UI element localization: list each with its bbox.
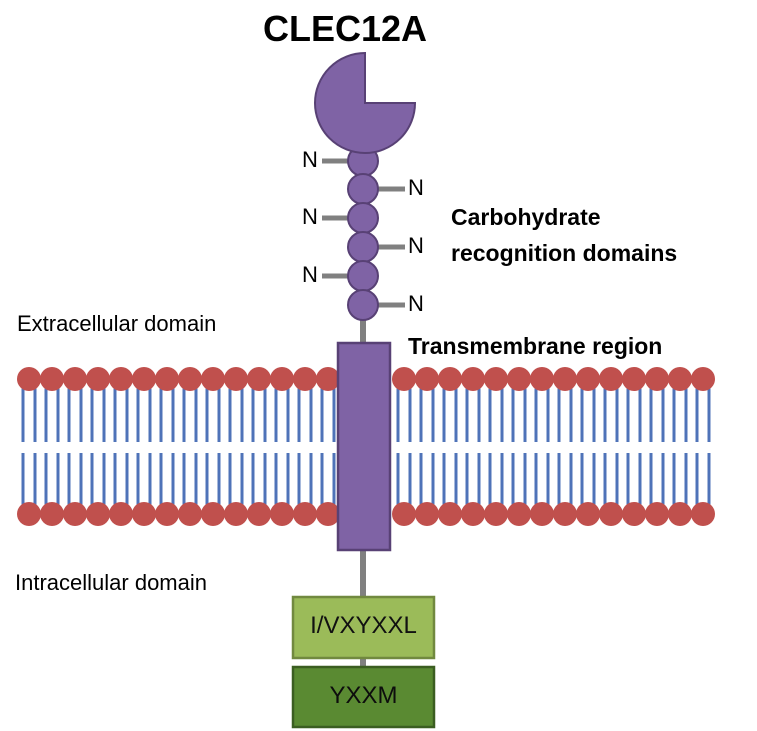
lipid-head <box>622 367 646 391</box>
lipid-head <box>17 367 41 391</box>
n-glycosylation-label: N <box>408 175 424 200</box>
lipid-head <box>415 502 439 526</box>
lipid-head <box>109 367 133 391</box>
lipid-head <box>645 502 669 526</box>
lipid-head <box>86 367 110 391</box>
crd-label-line2: recognition domains <box>451 240 678 266</box>
lipid-head <box>40 502 64 526</box>
lipid-head <box>201 367 225 391</box>
neck-bead <box>347 202 379 234</box>
neck-bead <box>347 231 379 263</box>
lipid-head <box>132 367 156 391</box>
lipid-head <box>270 502 294 526</box>
lipid-head <box>247 367 271 391</box>
n-glycosylation-label: N <box>408 233 424 258</box>
lipid-head <box>178 367 202 391</box>
lipid-bilayer <box>17 367 715 526</box>
lipid-head <box>599 367 623 391</box>
lipid-head <box>392 502 416 526</box>
lipid-head <box>293 367 317 391</box>
lipid-head <box>553 367 577 391</box>
lipid-head <box>415 367 439 391</box>
lipid-head <box>270 367 294 391</box>
n-glycosylation-label: N <box>302 147 318 172</box>
lipid-head <box>316 367 340 391</box>
transmembrane-label: Transmembrane region <box>408 333 663 359</box>
lipid-head <box>507 502 531 526</box>
lipid-head <box>691 367 715 391</box>
crd-label-line1: Carbohydrate <box>451 204 601 230</box>
lipid-head <box>530 367 554 391</box>
lipid-head <box>461 367 485 391</box>
lipid-head <box>224 367 248 391</box>
lipid-head <box>438 502 462 526</box>
lipid-head <box>691 502 715 526</box>
lipid-head <box>109 502 133 526</box>
carbohydrate-recognition-domain-shape <box>314 51 417 154</box>
neck-bead <box>347 260 379 292</box>
lipid-head <box>132 502 156 526</box>
lipid-head <box>63 502 87 526</box>
neck-bead <box>347 173 379 205</box>
lipid-head <box>530 502 554 526</box>
lipid-head <box>622 502 646 526</box>
lipid-head <box>553 502 577 526</box>
lipid-head <box>155 367 179 391</box>
lipid-head <box>576 367 600 391</box>
diagram-title: CLEC12A <box>263 8 428 49</box>
lipid-head <box>392 367 416 391</box>
lipid-head <box>599 502 623 526</box>
lipid-head <box>40 367 64 391</box>
n-glycosylation-label: N <box>302 262 318 287</box>
n-glycosylation-label: N <box>408 291 424 316</box>
n-glycosylation-label: N <box>302 204 318 229</box>
lipid-head <box>438 367 462 391</box>
lipid-head <box>247 502 271 526</box>
lipid-head <box>507 367 531 391</box>
lipid-head <box>17 502 41 526</box>
lipid-head <box>668 502 692 526</box>
lipid-head <box>86 502 110 526</box>
yxxm-motif-box <box>291 665 436 729</box>
neck-bead <box>347 289 379 321</box>
lipid-head <box>645 367 669 391</box>
lipid-head <box>178 502 202 526</box>
lipid-head <box>576 502 600 526</box>
transmembrane-helix <box>336 341 392 552</box>
extracellular-domain-label: Extracellular domain <box>17 311 217 336</box>
lipid-head <box>201 502 225 526</box>
itim-motif-box <box>291 595 436 660</box>
lipid-head <box>484 367 508 391</box>
neck-domain-beads <box>347 145 379 321</box>
lipid-head <box>155 502 179 526</box>
lipid-head <box>224 502 248 526</box>
intracellular-domain-label: Intracellular domain <box>15 570 207 595</box>
lipid-head <box>668 367 692 391</box>
lipid-head <box>461 502 485 526</box>
yxxm-motif-label: YXXM <box>329 682 398 709</box>
lipid-head <box>316 502 340 526</box>
lipid-head <box>293 502 317 526</box>
lipid-head <box>484 502 508 526</box>
lipid-head <box>63 367 87 391</box>
itim-motif-label: I/VXYXXL <box>310 612 417 639</box>
